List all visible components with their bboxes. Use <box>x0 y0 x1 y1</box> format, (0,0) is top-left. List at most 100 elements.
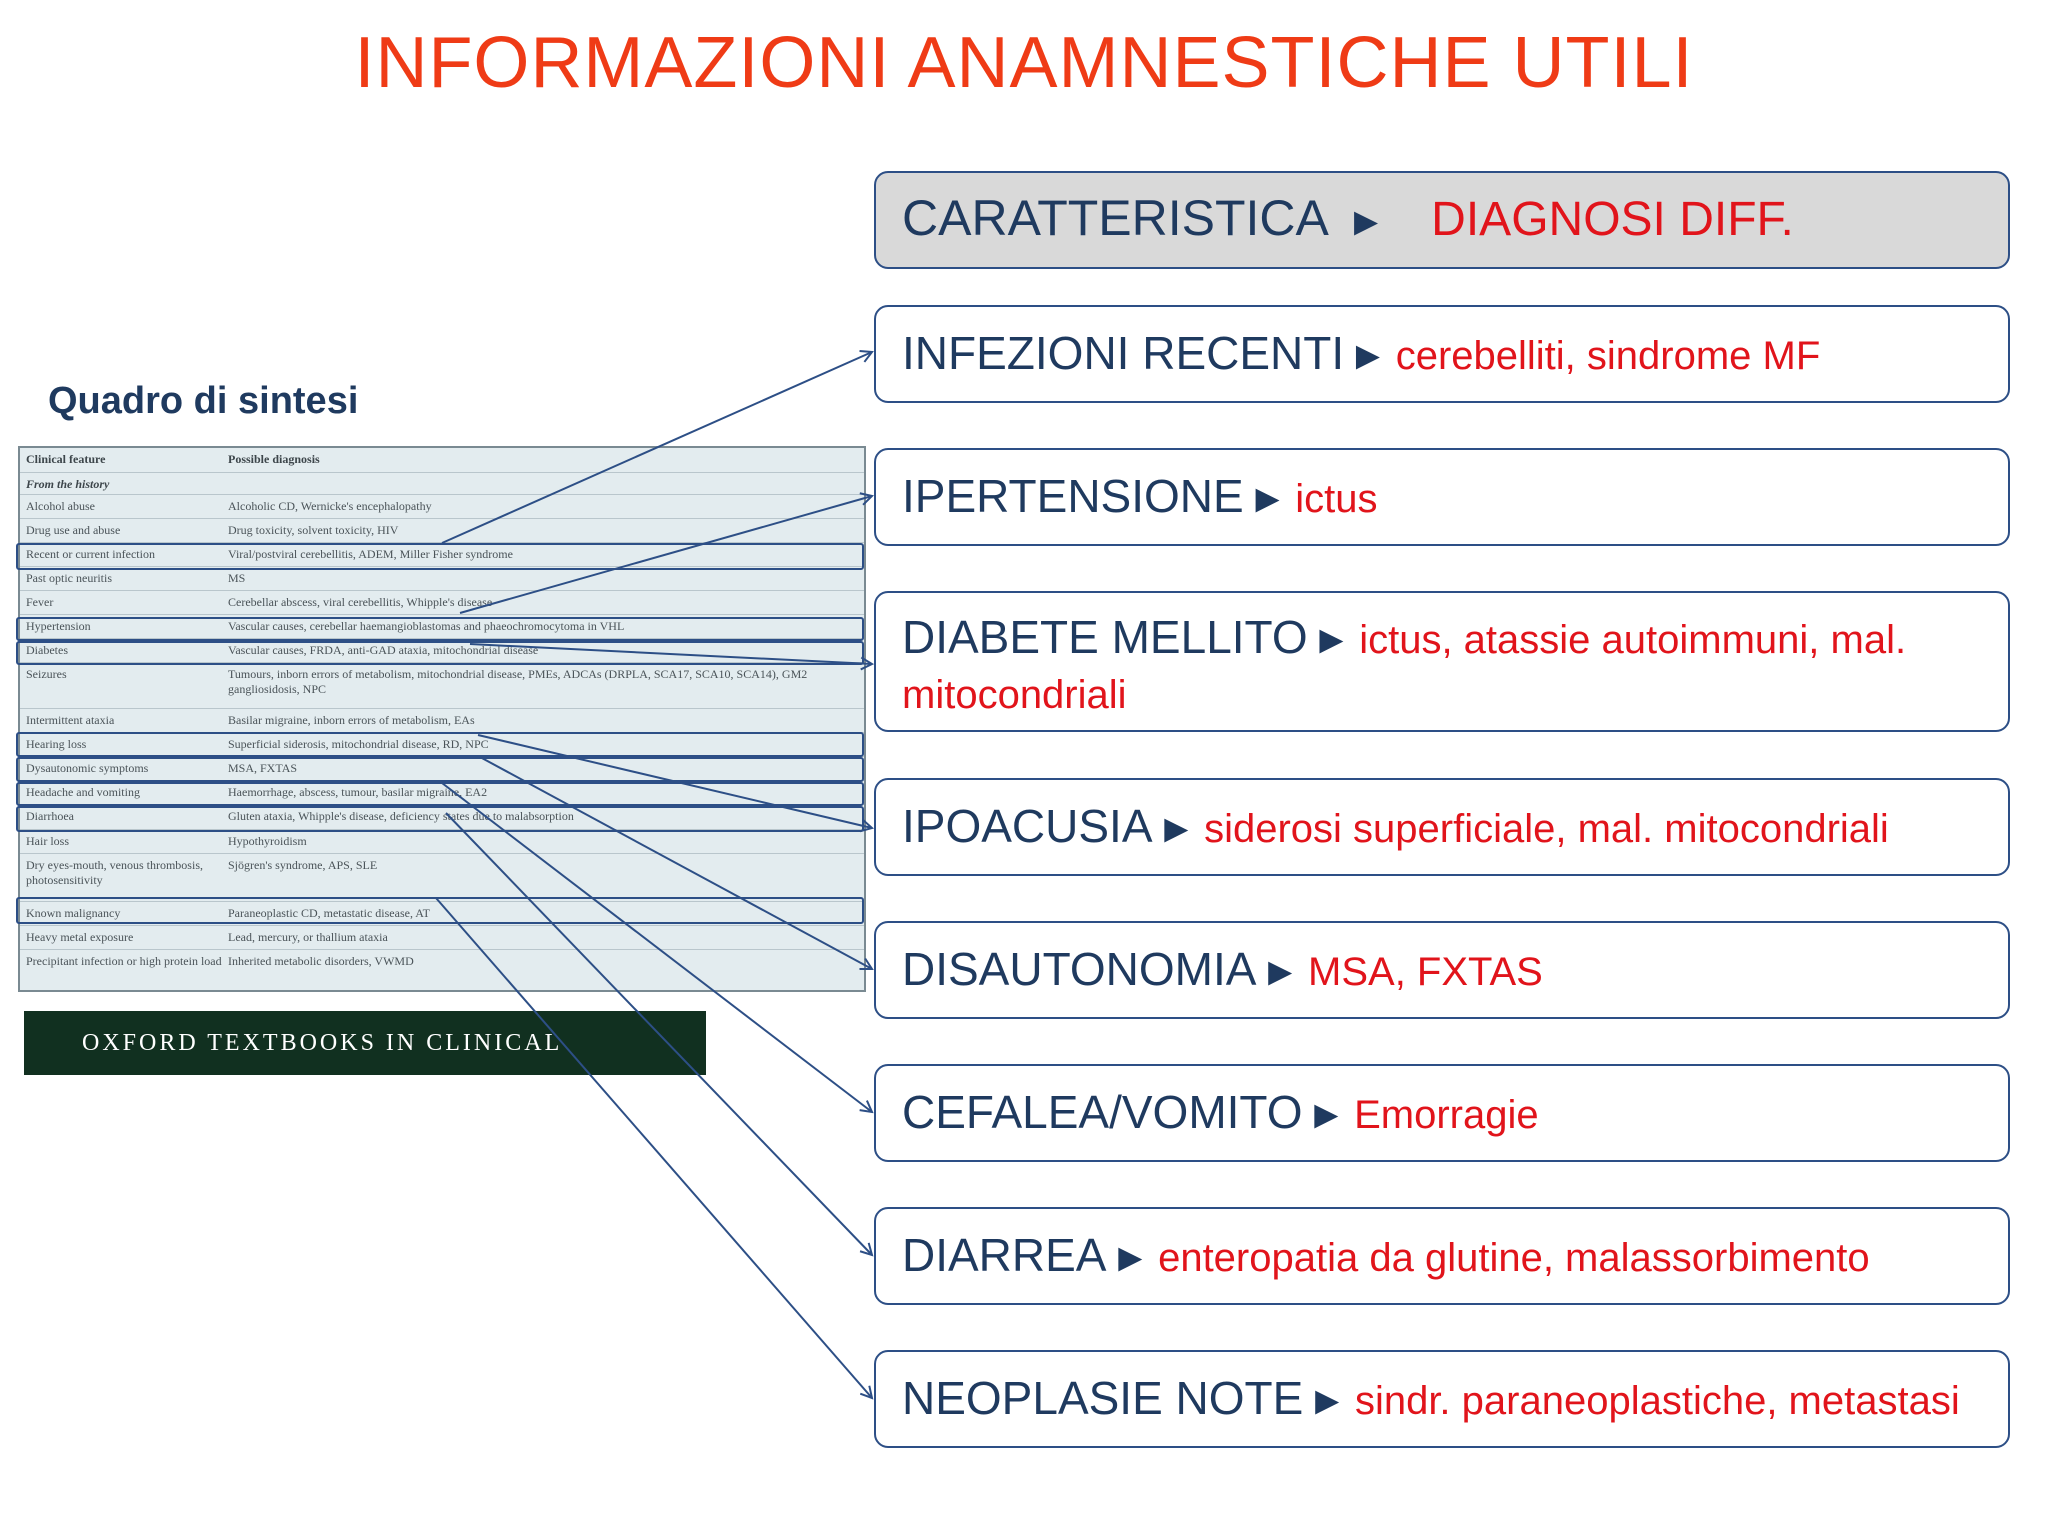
table-row: Hypertension Vascular causes, cerebellar … <box>20 614 864 639</box>
feature-box-diabete: DIABETE MELLITO►ictus, atassie autoimmun… <box>874 591 2010 732</box>
feature-box-ipertensione: IPERTENSIONE►ictus <box>874 448 2010 546</box>
table-cell-diagnosis: Alcoholic CD, Wernicke's encephalopathy <box>228 499 432 513</box>
table-caption: Quadro di sintesi <box>48 380 359 422</box>
table-cell-feature: Intermittent ataxia <box>26 713 115 727</box>
slide-title: INFORMAZIONI ANAMNESTICHE UTILI <box>354 23 1694 103</box>
feature-label: CEFALEA/VOMITO <box>902 1085 1303 1138</box>
table-cell-diagnosis: Viral/postviral cerebellitis, ADEM, Mill… <box>228 547 513 561</box>
table-row: Hair loss Hypothyroidism <box>20 829 864 854</box>
table-row: Drug use and abuse Drug toxicity, solvent… <box>20 518 864 543</box>
table-cell-feature: Drug use and abuse <box>26 523 121 537</box>
table-cell-diagnosis: Vascular causes, FRDA, anti-GAD ataxia, … <box>228 643 539 657</box>
table-row: Past optic neuritis MS <box>20 566 864 591</box>
row-highlight-malignancy <box>16 897 864 924</box>
feature-box-disautonomia: DISAUTONOMIA►MSA, FXTAS <box>874 921 2010 1019</box>
table-header-row: Clinical feature Possible diagnosis <box>20 448 864 472</box>
table-cell-feature: Recent or current infection <box>26 547 155 561</box>
table-cell-feature: Fever <box>26 595 54 609</box>
pointer-arrow-icon: ► <box>1110 1235 1151 1280</box>
row-highlight-diarrhoea <box>16 806 864 832</box>
header-line: CARATTERISTICA ► DIAGNOSI DIFF. <box>902 192 1794 248</box>
feature-label: DIARREA <box>902 1228 1107 1281</box>
diagnosis-label: sindr. paraneoplastiche, metastasi <box>1354 1378 1960 1423</box>
table-cell-diagnosis: Paraneoplastic CD, metastatic disease, A… <box>228 906 430 920</box>
diagnosis-label: Emorragie <box>1354 1092 1539 1137</box>
table-cell-feature: Precipitant infection or high protein lo… <box>26 954 222 968</box>
table-cell-feature: Past optic neuritis <box>26 571 112 585</box>
feature-box-infezioni: INFEZIONI RECENTI►cerebelliti, sindrome … <box>874 305 2010 403</box>
feature-box-diarrea: DIARREA►enteropatia da glutine, malassor… <box>874 1207 2010 1305</box>
row-highlight-headache <box>16 782 864 806</box>
table-section-row: From the history <box>20 472 864 495</box>
row-highlight-hearing <box>16 732 864 757</box>
table-cell-diagnosis: Hypothyroidism <box>228 834 307 848</box>
table-cell-feature: Diabetes <box>26 643 68 657</box>
feature-box-cefalea: CEFALEA/VOMITO►Emorragie <box>874 1064 2010 1162</box>
table-header-cell: Clinical feature <box>26 452 106 466</box>
table-cell-diagnosis: Inherited metabolic disorders, VWMD <box>228 954 414 968</box>
table-cell-feature: Diarrhoea <box>26 809 74 823</box>
feature-label: DISAUTONOMIA <box>902 942 1257 995</box>
table-cell-diagnosis: Lead, mercury, or thallium ataxia <box>228 930 388 944</box>
feature-label: DIABETE MELLITO <box>902 611 1308 663</box>
diagnosis-label: cerebelliti, sindrome MF <box>1395 333 1821 378</box>
diagnosis-label: enteropatia da glutine, malassorbimento <box>1158 1235 1870 1280</box>
table-cell-feature: Seizures <box>26 667 67 681</box>
table-cell-diagnosis: Drug toxicity, solvent toxicity, HIV <box>228 523 399 537</box>
pointer-arrow-icon: ► <box>1348 333 1388 378</box>
header-diagnosis: DIAGNOSI DIFF. <box>1431 193 1794 246</box>
table-row: Seizures Tumours, inborn errors of metabo… <box>20 662 864 709</box>
diagnosis-label: MSA, FXTAS <box>1308 949 1543 994</box>
table-header-cell: Possible diagnosis <box>228 452 320 466</box>
table-cell-diagnosis: Basilar migraine, inborn errors of metab… <box>228 713 475 727</box>
feature-label: INFEZIONI RECENTI <box>902 326 1345 379</box>
diagnosis-label: ictus, atassie autoimmuni, mal. mitocond… <box>902 618 1907 717</box>
row-highlight-hypertension <box>16 617 864 641</box>
table-cell-feature: Known malignancy <box>26 906 121 920</box>
table-cell-feature: Hearing loss <box>26 737 87 751</box>
feature-label: IPERTENSIONE <box>902 469 1244 522</box>
table-row: Intermittent ataxia Basilar migraine, inb… <box>20 708 864 733</box>
row-highlight-infection <box>16 543 864 570</box>
pointer-arrow-icon: ► <box>1260 949 1301 994</box>
pointer-arrow-icon: ► <box>1306 1092 1347 1137</box>
table-cell-feature: Alcohol abuse <box>26 499 95 513</box>
header-feature: CARATTERISTICA <box>902 190 1329 246</box>
table-cell-diagnosis: Vascular causes, cerebellar haemangiobla… <box>228 619 625 633</box>
book-series-banner: OXFORD TEXTBOOKS IN CLINICAL NEUROLOGY <box>24 1011 706 1120</box>
pointer-arrow-icon: ► <box>1346 200 1386 244</box>
table-cell-diagnosis: MSA, FXTAS <box>228 761 298 775</box>
table-cell-feature: Hypertension <box>26 619 91 633</box>
table-row: Diabetes Vascular causes, FRDA, anti-GAD … <box>20 638 864 663</box>
feature-label: NEOPLASIE NOTE <box>902 1371 1304 1424</box>
table-cell-diagnosis: Haemorrhage, abscess, tumour, basilar mi… <box>228 785 488 799</box>
pointer-arrow-icon: ► <box>1247 476 1288 521</box>
table-cell-diagnosis: MS <box>228 571 246 585</box>
table-cell-feature: Dry eyes-mouth, venous thrombosis, photo… <box>26 858 203 887</box>
feature-label: IPOACUSIA <box>902 799 1153 852</box>
table-section-label: From the history <box>26 477 110 491</box>
header-box: CARATTERISTICA ► DIAGNOSI DIFF. <box>874 171 2010 269</box>
table-row: Recent or current infection Viral/postvir… <box>20 542 864 567</box>
table-cell-feature: Dysautonomic symptoms <box>26 761 149 775</box>
pointer-arrow-icon: ► <box>1156 806 1197 851</box>
feature-box-neoplasie: NEOPLASIE NOTE►sindr. paraneoplastiche, … <box>874 1350 2010 1448</box>
table-cell-diagnosis: Sjögren's syndrome, APS, SLE <box>228 858 378 872</box>
table-cell-feature: Hair loss <box>26 834 69 848</box>
table-row: Fever Cerebellar abscess, viral cerebelli… <box>20 590 864 615</box>
table-cell-diagnosis: Tumours, inborn errors of metabolism, mi… <box>228 667 808 696</box>
feature-box-ipoacusia: IPOACUSIA►siderosi superficiale, mal. mi… <box>874 778 2010 876</box>
table-cell-diagnosis: Superficial siderosis, mitochondrial dis… <box>228 737 489 751</box>
table-cell-feature: Headache and vomiting <box>26 785 140 799</box>
pointer-arrow-icon: ► <box>1311 618 1352 662</box>
row-highlight-dysautonomia <box>16 757 864 782</box>
diagnosis-label: ictus <box>1295 476 1378 521</box>
diagnosis-label: siderosi superficiale, mal. mitocondrial… <box>1204 806 1889 851</box>
table-row: Precipitant infection or high protein lo… <box>20 949 864 984</box>
table-cell-diagnosis: Cerebellar abscess, viral cerebellitis, … <box>228 595 493 609</box>
table-row: Dry eyes-mouth, venous thrombosis, photo… <box>20 853 864 902</box>
row-highlight-diabetes <box>16 641 864 665</box>
pointer-arrow-icon: ► <box>1307 1378 1347 1423</box>
table-row: Alcohol abuse Alcoholic CD, Wernicke's en… <box>20 494 864 519</box>
